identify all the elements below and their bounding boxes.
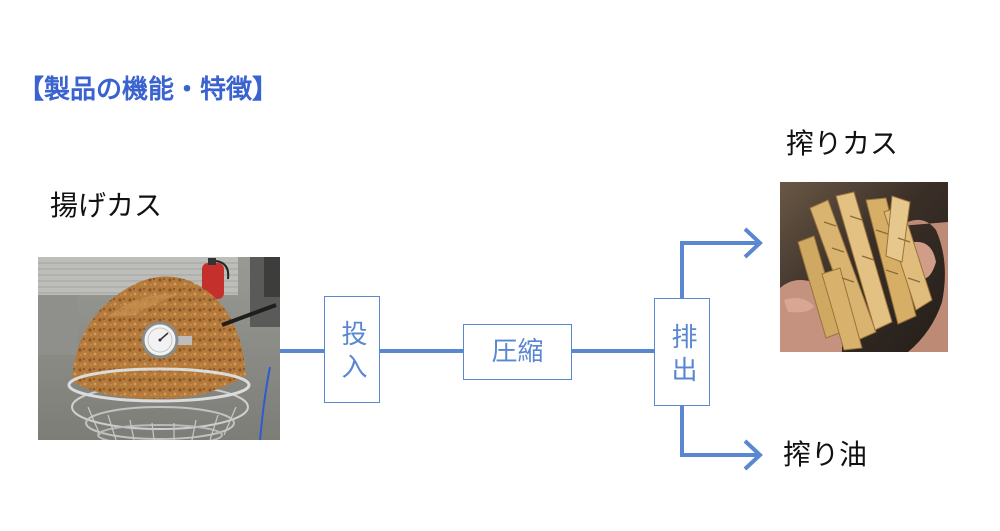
step-discharge-box: 排出: [654, 298, 710, 406]
output-photo-image: [780, 182, 948, 352]
fire-extinguisher: [202, 258, 230, 299]
residue-strip: [885, 195, 911, 263]
output-residue-label: 搾りカス: [786, 127, 899, 160]
arrowhead-oil: [743, 439, 763, 471]
residue-strip: [821, 267, 863, 351]
strip-texture: [823, 215, 921, 283]
page-title: 【製品の機能・特徴】: [18, 75, 279, 105]
probe-rod: [221, 303, 277, 327]
connector-discharge-to-oil: [680, 405, 758, 457]
step-feed-label: 投入: [337, 320, 367, 386]
output-photo: [780, 182, 948, 352]
step-compress-box: 圧縮: [463, 324, 572, 380]
cable: [259, 366, 271, 440]
input-photo-image: [38, 257, 280, 440]
input-label: 揚げカス: [50, 189, 163, 222]
connector-discharge-to-residue: [680, 241, 758, 299]
thermometer-dial: [141, 321, 192, 359]
step-compress-label: 圧縮: [491, 337, 544, 367]
step-discharge-label: 排出: [667, 322, 697, 389]
arrowhead-residue: [743, 227, 763, 259]
step-feed-box: 投入: [324, 296, 380, 403]
output-oil-label: 搾り油: [783, 438, 868, 471]
residue-strip: [865, 197, 917, 325]
residue-strip: [835, 191, 893, 331]
input-photo: [38, 257, 280, 440]
